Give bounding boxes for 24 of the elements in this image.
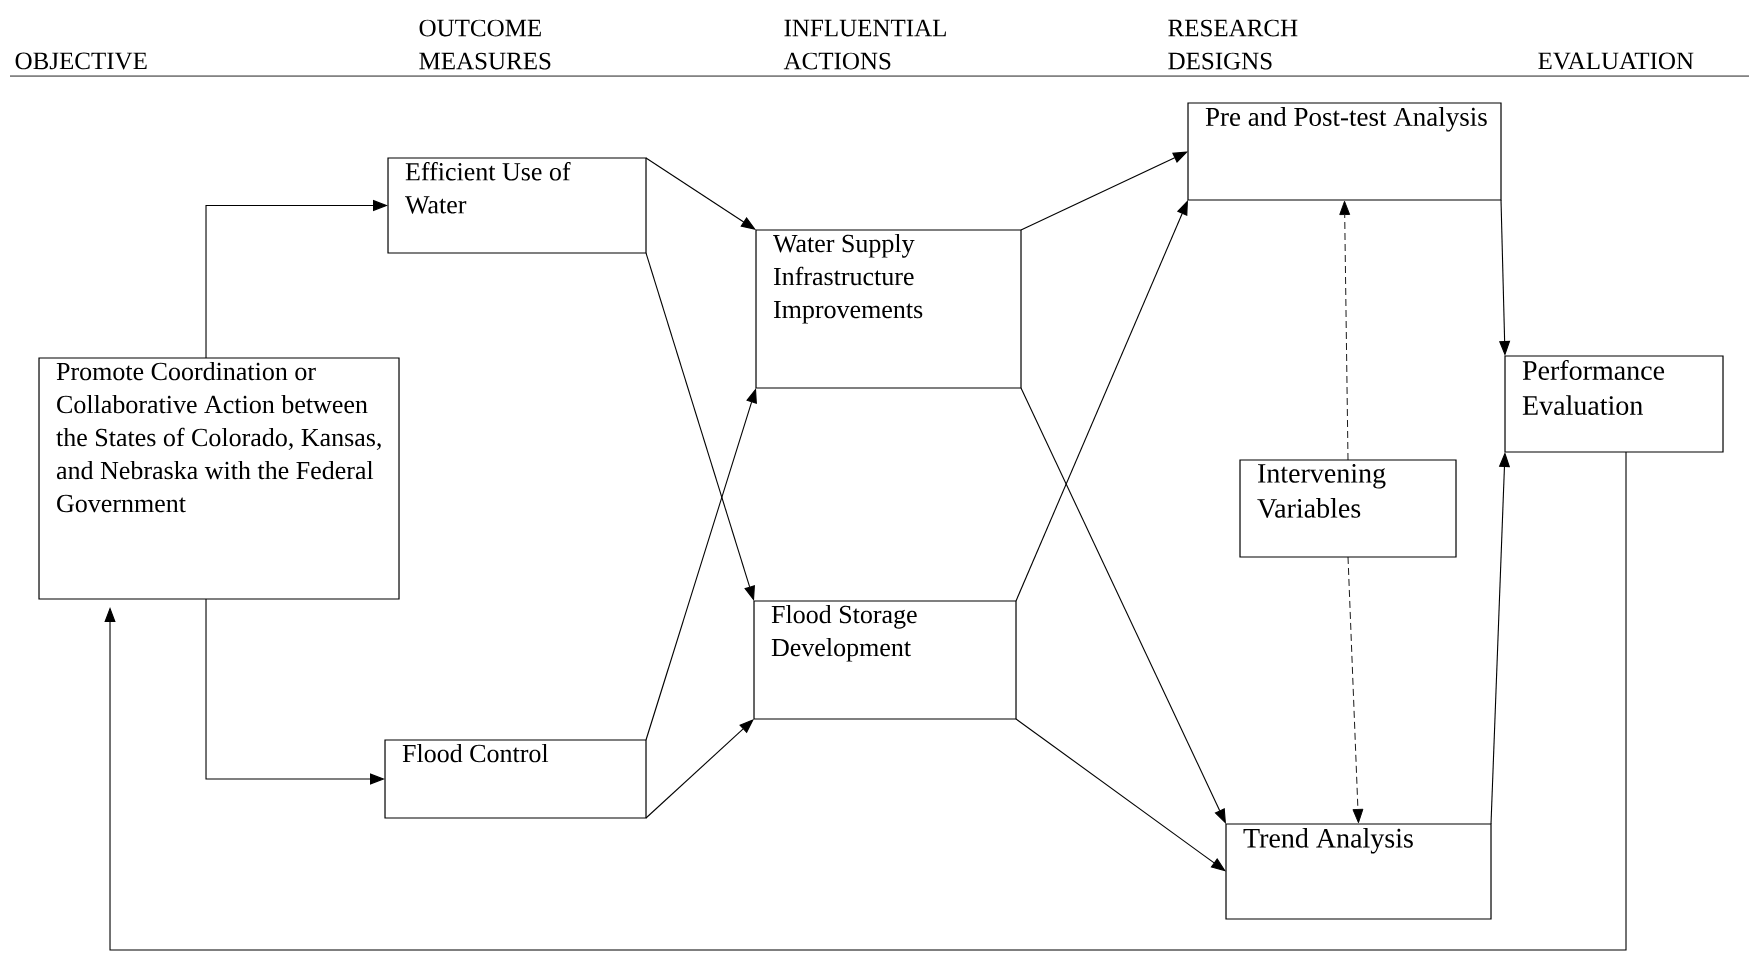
column-heading: RESEARCH DESIGNS <box>1168 19 1298 70</box>
process-box: Intervening Variables <box>1239 459 1457 558</box>
process-box: Pre and Post-test Analysis <box>1187 102 1502 201</box>
column-heading: OUTCOME MEASURES <box>419 19 551 70</box>
arrow <box>1020 151 1188 231</box>
arrow <box>104 451 1627 951</box>
arrow <box>645 388 757 741</box>
arrow <box>1020 387 1226 824</box>
arrow <box>1015 200 1188 602</box>
column-heading: EVALUATION <box>1538 52 1694 70</box>
process-box: Performance Evaluation <box>1504 355 1724 453</box>
process-box: Flood Control <box>384 739 647 819</box>
process-box: Promote Coordination or Collaborative Action between the States of Colorado, Kansas, and Nebraska with the Federal Government <box>38 357 400 600</box>
process-box: Water Supply Infrastructure Improvements <box>755 229 1022 389</box>
process-box: Trend Analysis <box>1225 823 1492 920</box>
column-heading: OBJECTIVE <box>15 52 147 70</box>
arrow <box>645 157 756 230</box>
arrow <box>1015 718 1226 872</box>
dashed-arrow <box>1347 556 1364 824</box>
process-box: Flood Storage Development <box>753 600 1017 720</box>
arrow <box>645 719 754 819</box>
dashed-arrow <box>1339 200 1351 461</box>
column-heading: INFLUENTIAL ACTIONS <box>783 19 946 70</box>
process-box: Efficient Use of Water <box>387 157 647 254</box>
